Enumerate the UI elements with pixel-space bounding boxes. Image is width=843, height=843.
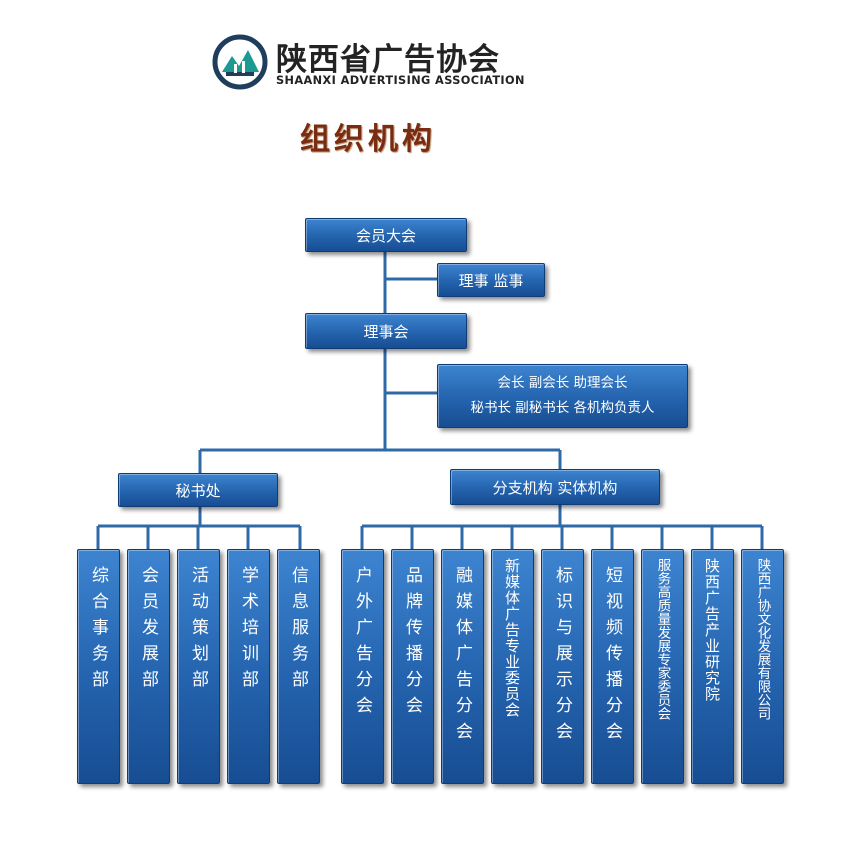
department-node: 活动策划部 <box>177 549 220 784</box>
council-node: 理事会 <box>305 313 467 349</box>
unit-node: 陕西广协文化发展有限公司 <box>741 549 784 784</box>
leaders-line-2: 秘书长 副秘书长 各机构负责人 <box>470 400 655 416</box>
unit-node: 标识与展示分会 <box>541 549 584 784</box>
department-node: 会员发展部 <box>127 549 170 784</box>
unit-node: 融媒体广告分会 <box>441 549 484 784</box>
department-node: 综合事务部 <box>77 549 120 784</box>
logo-english-name: SHAANXI ADVERTISING ASSOCIATION <box>276 74 525 87</box>
page-title: 组织机构 <box>300 122 436 157</box>
secretariat-node: 秘书处 <box>118 473 278 507</box>
leaders-line-1: 会长 副会长 助理会长 <box>497 375 628 391</box>
branches-node: 分支机构 实体机构 <box>450 469 660 505</box>
assembly-node: 会员大会 <box>305 218 467 252</box>
department-node: 学术培训部 <box>227 549 270 784</box>
unit-node: 新媒体广告专业委员会 <box>491 549 534 784</box>
supervisors-node: 理事 监事 <box>437 263 545 297</box>
unit-node: 户外广告分会 <box>341 549 384 784</box>
unit-node: 品牌传播分会 <box>391 549 434 784</box>
association-logo-icon <box>212 34 268 90</box>
unit-node: 陕西广告产业研究院 <box>691 549 734 784</box>
leaders-node: 会长 副会长 助理会长 秘书长 副秘书长 各机构负责人 <box>437 364 688 428</box>
unit-node: 服务高质量发展专家委员会 <box>641 549 684 784</box>
logo-chinese-name: 陕西省广告协会 <box>276 42 500 78</box>
unit-node: 短视频传播分会 <box>591 549 634 784</box>
department-node: 信息服务部 <box>277 549 320 784</box>
logo: 陕西省广告协会 SHAANXI ADVERTISING ASSOCIATION <box>212 32 542 92</box>
